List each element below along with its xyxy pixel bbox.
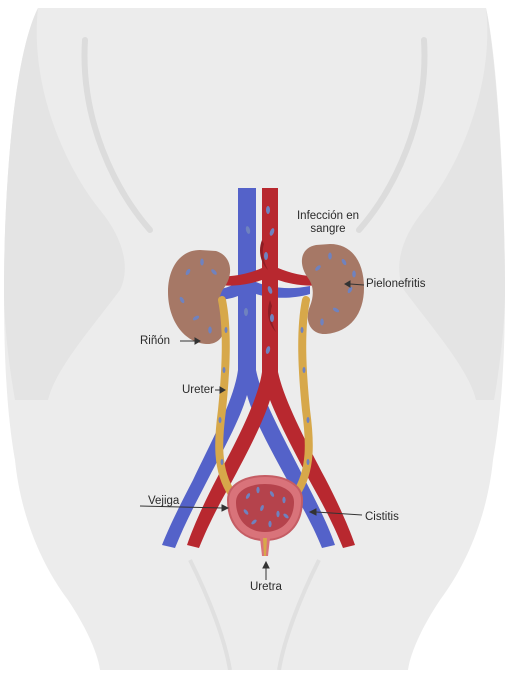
label-infeccion-en-sangre: Infección en sangre xyxy=(290,210,366,236)
label-uretra: Uretra xyxy=(250,581,282,594)
label-pielonefritis: Pielonefritis xyxy=(366,278,425,291)
bladder xyxy=(228,476,302,540)
label-rinon: Riñón xyxy=(140,335,170,348)
label-vejiga: Vejiga xyxy=(148,495,179,508)
label-infeccion-line2: sangre xyxy=(290,223,366,236)
label-cistitis: Cistitis xyxy=(365,511,399,524)
label-ureter: Ureter xyxy=(182,384,214,397)
label-infeccion-line1: Infección en xyxy=(290,210,366,223)
